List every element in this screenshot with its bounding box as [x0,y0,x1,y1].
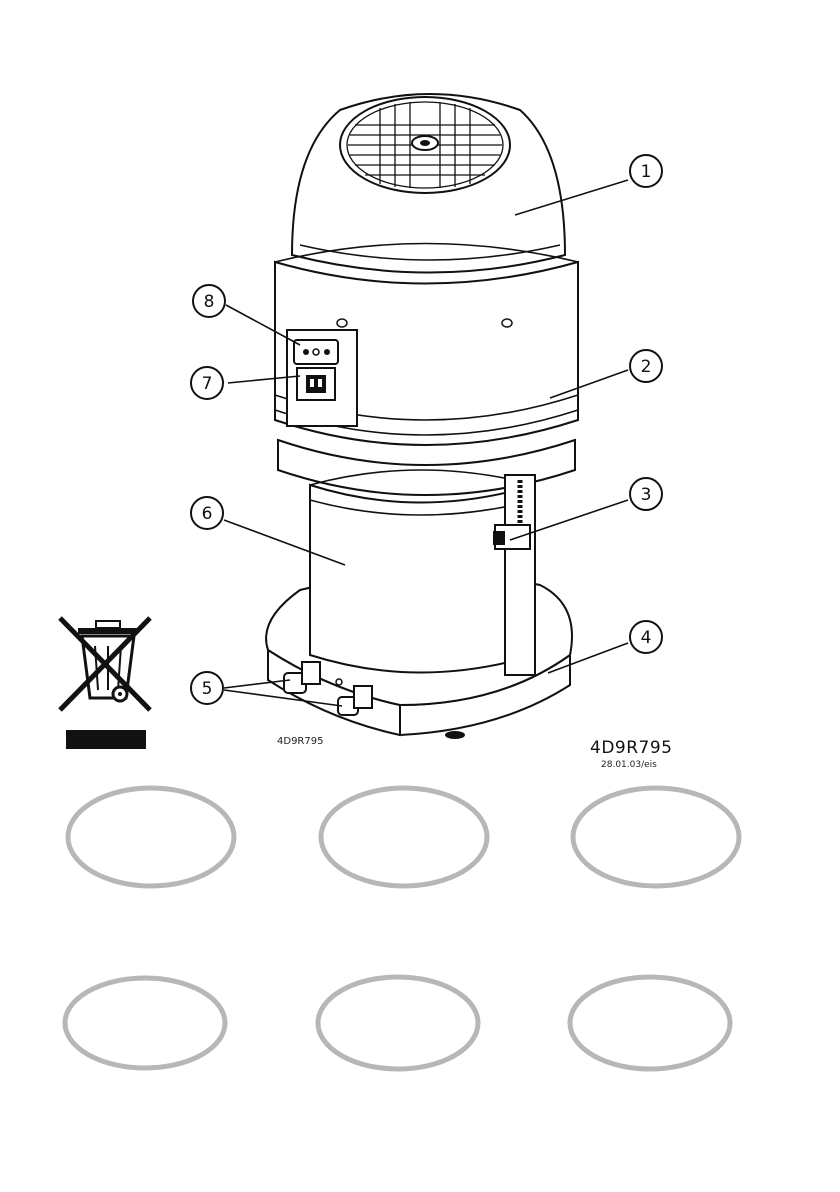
blank-ring [570,977,730,1069]
callout-8: 8 [193,285,225,317]
drawing-date: 28.01.03/eis [601,760,657,770]
callout-1-label: 1 [641,162,652,182]
callout-6: 6 [191,497,223,529]
blank-ring [68,788,234,886]
blank-ring [321,788,487,886]
callout-8-label: 8 [204,292,215,312]
callout-5-label: 5 [202,679,213,699]
callout-2-label: 2 [641,357,652,377]
callout-7: 7 [191,367,223,399]
callout-7-label: 7 [202,374,213,394]
blank-ring-grid [65,788,739,1069]
blank-ring [573,788,739,886]
callout-4-label: 4 [641,628,652,648]
drawing-code-small: 4D9R795 [277,736,323,747]
canister [310,470,535,673]
blank-ring [318,977,478,1069]
power-switch [294,340,338,364]
callout-6-label: 6 [202,504,213,524]
callout-2: 2 [630,350,662,382]
callout-3-label: 3 [641,485,652,505]
motor-hood [292,94,565,273]
callout-1: 1 [630,155,662,187]
blank-ring [65,978,225,1068]
callout-5: 5 [191,672,223,704]
weee-bin-icon [60,618,150,749]
callout-3: 3 [630,478,662,510]
callout-4: 4 [630,621,662,653]
drawing-code: 4D9R795 [590,738,672,758]
